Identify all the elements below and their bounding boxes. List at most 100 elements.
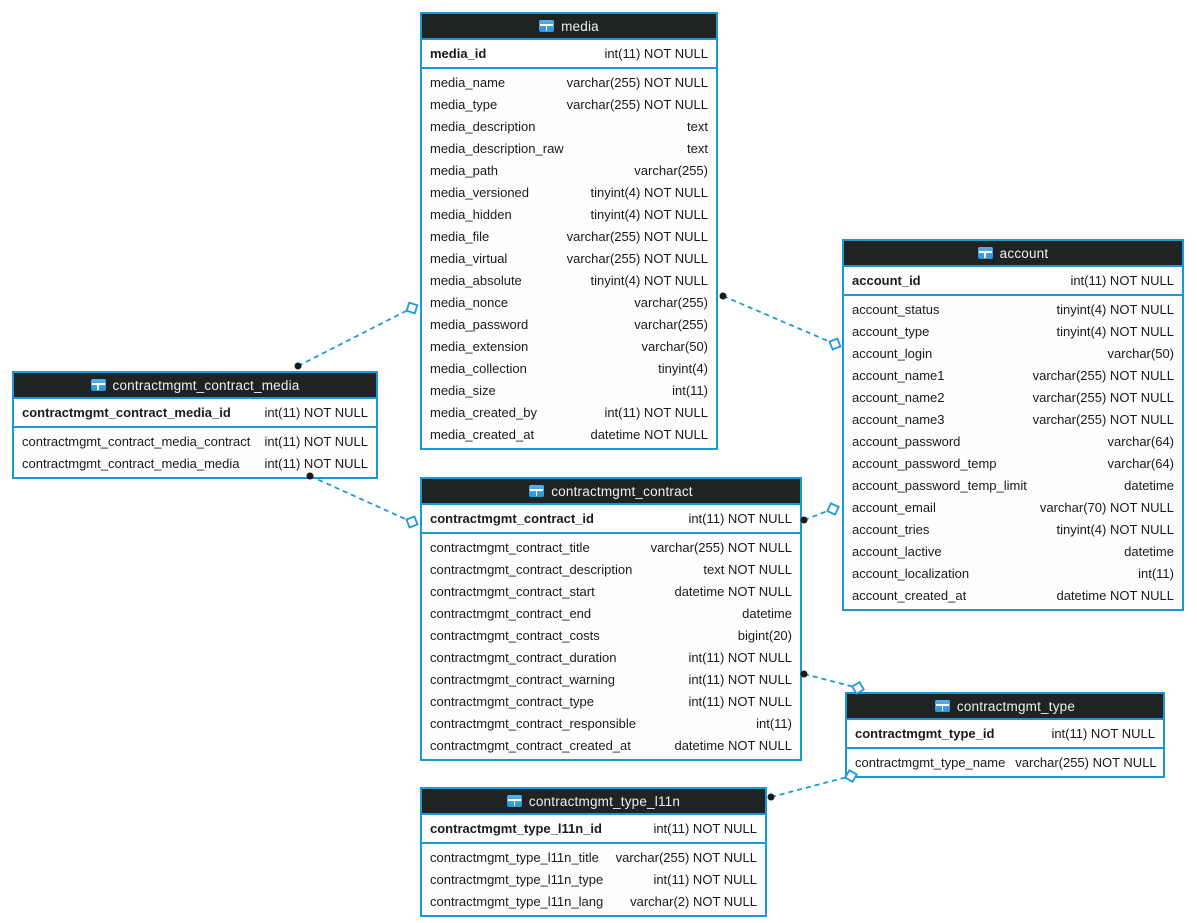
table-contractmgmt_contract[interactable]: contractmgmt_contract contractmgmt_contr… xyxy=(420,477,802,761)
column-name: account_localization xyxy=(852,565,970,581)
column-name: account_name2 xyxy=(852,389,945,405)
relationship-line[interactable] xyxy=(297,307,413,367)
table-header[interactable]: account xyxy=(844,241,1182,267)
primary-key-row[interactable]: contractmgmt_contract_media_id int(11) N… xyxy=(14,399,376,428)
table-header[interactable]: contractmgmt_contract_media xyxy=(14,373,376,399)
table-contractmgmt_contract_media[interactable]: contractmgmt_contract_media contractmgmt… xyxy=(12,371,378,479)
table-contractmgmt_type[interactable]: contractmgmt_type contractmgmt_type_id i… xyxy=(845,692,1165,778)
column-type: varchar(255) NOT NULL xyxy=(1015,754,1157,770)
relationship-contractmgmt_contract-to-contractmgmt_type xyxy=(800,670,866,696)
table-icon xyxy=(977,247,993,259)
column-type: tinyint(4) NOT NULL xyxy=(590,206,708,222)
table-header[interactable]: contractmgmt_contract xyxy=(422,479,800,505)
relationship-line[interactable] xyxy=(770,775,852,798)
relationship-line[interactable] xyxy=(803,673,859,689)
column-name: media_created_at xyxy=(430,426,535,442)
primary-key-row[interactable]: media_id int(11) NOT NULL xyxy=(422,40,716,69)
column-name: account_email xyxy=(852,499,936,515)
column-name: media_description_raw xyxy=(430,140,564,156)
column-type: tinyint(4) xyxy=(658,360,708,376)
column-type: varchar(255) xyxy=(634,294,708,310)
table-icon xyxy=(529,485,545,497)
primary-key-row[interactable]: account_id int(11) NOT NULL xyxy=(844,267,1182,296)
primary-key-row[interactable]: contractmgmt_type_id int(11) NOT NULL xyxy=(847,720,1163,749)
relationship-line[interactable] xyxy=(803,508,834,521)
column-type: int(11) NOT NULL xyxy=(264,405,368,420)
column-name: media_absolute xyxy=(430,272,522,288)
column-type: varchar(50) xyxy=(1107,345,1174,361)
table-header[interactable]: contractmgmt_type_l11n xyxy=(422,789,765,815)
column-name: media_versioned xyxy=(430,184,530,200)
table-header[interactable]: contractmgmt_type xyxy=(847,694,1163,720)
column-name: contractmgmt_contract_created_at xyxy=(430,737,631,753)
column-name: account_password xyxy=(852,433,961,449)
column-name: media_created_by xyxy=(430,404,537,420)
relationship-line[interactable] xyxy=(309,475,413,523)
column-type: int(11) NOT NULL xyxy=(264,433,368,449)
column-name: media_extension xyxy=(430,338,529,354)
relationship-line[interactable] xyxy=(722,295,836,345)
column-type: varchar(255) NOT NULL xyxy=(1032,411,1174,427)
relationship-contractmgmt_contract_media-to-contractmgmt_contract xyxy=(306,472,419,529)
primary-key-row[interactable]: contractmgmt_type_l11n_id int(11) NOT NU… xyxy=(422,815,765,844)
primary-key-row[interactable]: contractmgmt_contract_id int(11) NOT NUL… xyxy=(422,505,800,534)
column-type: varchar(255) NOT NULL xyxy=(650,539,792,555)
column-type: varchar(255) NOT NULL xyxy=(1032,367,1174,383)
column-type: int(11) NOT NULL xyxy=(1051,726,1155,741)
column-name: contractmgmt_contract_start xyxy=(430,583,595,599)
table-title: contractmgmt_type xyxy=(956,698,1076,714)
column-name: contractmgmt_contract_warning xyxy=(430,671,615,687)
table-media[interactable]: media media_id int(11) NOT NULL media_na… xyxy=(420,12,718,450)
table-contractmgmt_type_l11n[interactable]: contractmgmt_type_l11n contractmgmt_type… xyxy=(420,787,767,917)
table-header[interactable]: media xyxy=(422,14,716,40)
table-account[interactable]: account account_id int(11) NOT NULL acco… xyxy=(842,239,1184,611)
